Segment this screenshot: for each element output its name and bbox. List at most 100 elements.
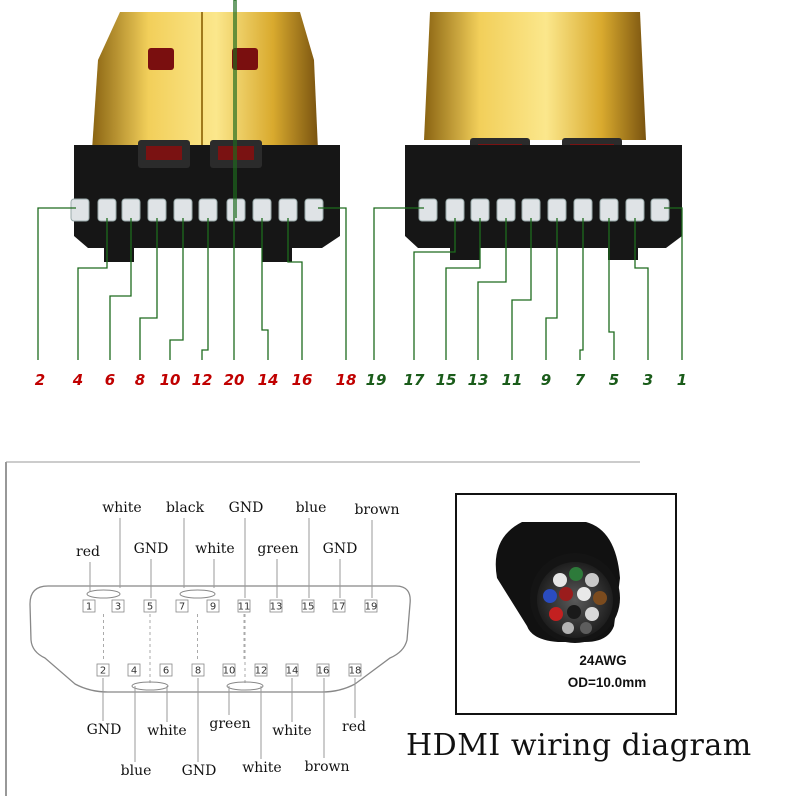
pin-box-17 — [332, 599, 346, 613]
pin-box-number-13: 13 — [270, 602, 283, 613]
pin-box-number-15: 15 — [302, 602, 315, 613]
pin-pad-15 — [470, 198, 490, 222]
pin-pad-19 — [418, 198, 438, 222]
pin-box-3 — [111, 599, 125, 613]
pin-pad-18 — [304, 198, 324, 222]
pinout-pair-loops — [86, 589, 264, 691]
pin-pad-10 — [173, 198, 193, 222]
cable-photo: 24AWG OD=10.0mm — [455, 493, 677, 715]
pin-leader-10 — [169, 218, 184, 360]
label-gnd-bottom-8: GND — [182, 763, 217, 779]
pin-box-number-6: 6 — [163, 666, 169, 677]
pin-box-15 — [301, 599, 315, 613]
pin-number-13: 13 — [468, 371, 489, 389]
label-white-bottom-6: white — [147, 723, 186, 739]
pin-pad-7 — [573, 198, 593, 222]
pin-number-7: 7 — [575, 371, 586, 389]
pin-box-number-4: 4 — [131, 666, 137, 677]
connector-left-pins — [70, 198, 324, 222]
pin-box-1 — [82, 599, 96, 613]
connector-right — [405, 12, 682, 260]
pin-box-4 — [127, 663, 141, 677]
pinout-label-leaders — [89, 518, 373, 762]
connector-right-leaders — [373, 207, 683, 360]
pin-number-14: 14 — [258, 371, 279, 389]
pin-leader-4 — [77, 218, 108, 360]
pin-number-16: 16 — [292, 371, 313, 389]
pin-number-15: 15 — [436, 371, 457, 389]
pin-leader-11 — [511, 218, 532, 360]
pin-box-number-9: 9 — [210, 602, 216, 613]
pin-leader-14 — [261, 218, 269, 360]
pin-pad-11 — [521, 198, 541, 222]
label-black-top: black — [166, 500, 205, 516]
label-white-top: white — [102, 500, 141, 516]
pin-leader-13 — [477, 218, 507, 360]
pin-pad-6 — [121, 198, 141, 222]
pin-box-number-18: 18 — [349, 666, 362, 677]
label-brown-bottom: brown — [304, 759, 349, 775]
pin-box-11 — [237, 599, 251, 613]
pin-box-8 — [191, 663, 205, 677]
pin-leader-1 — [664, 207, 683, 360]
label-gnd-top-11: GND — [229, 500, 264, 516]
pair-loop-bottom-1 — [226, 681, 264, 691]
pin-box-number-14: 14 — [286, 666, 299, 677]
pin-box-14 — [285, 663, 299, 677]
pin-box-number-11: 11 — [238, 602, 251, 613]
pin-box-number-8: 8 — [195, 666, 201, 677]
pin-pad-12 — [198, 198, 218, 222]
pin-box-5 — [143, 599, 157, 613]
label-gnd-bottom-2: GND — [87, 722, 122, 738]
pin-box-16 — [316, 663, 330, 677]
pin-box-number-5: 5 — [147, 602, 153, 613]
pin-pad-8 — [147, 198, 167, 222]
pin-box-number-10: 10 — [223, 666, 236, 677]
pinout-pair-dashes — [103, 614, 246, 684]
pin-number-18: 18 — [336, 371, 357, 389]
pin-pad-5 — [599, 198, 619, 222]
pin-pad-9 — [547, 198, 567, 222]
pin-box-number-12: 12 — [255, 666, 268, 677]
pin-box-9 — [206, 599, 220, 613]
pin-leader-19 — [373, 207, 424, 360]
pin-number-19: 19 — [366, 371, 387, 389]
pin-number-1: 1 — [677, 371, 687, 389]
pin-number-6: 6 — [105, 371, 115, 389]
pin-pad-14 — [252, 198, 272, 222]
pin-leader-5 — [608, 218, 615, 360]
pin-pad-13 — [496, 198, 516, 222]
connector-left — [74, 12, 340, 262]
pin-box-7 — [175, 599, 189, 613]
pin-box-18 — [348, 663, 362, 677]
pin-number-17: 17 — [404, 371, 425, 389]
diagram-title: HDMI wiring diagram — [406, 728, 752, 763]
pin-leader-12 — [201, 218, 209, 360]
pin-pad-3 — [625, 198, 645, 222]
label-gnd-top-17: GND — [323, 541, 358, 557]
label-green-top: green — [257, 541, 298, 557]
pin-leader-2 — [37, 207, 76, 360]
pin-box-13 — [269, 599, 283, 613]
pin-leader-20 — [233, 0, 237, 360]
pin-number-5: 5 — [609, 371, 619, 389]
pin-pad-2 — [70, 198, 90, 222]
pin-number-2: 2 — [35, 371, 45, 389]
label-red-top: red — [76, 544, 100, 560]
pin-box-2 — [96, 663, 110, 677]
pair-loop-top-1 — [179, 589, 216, 599]
label-red-bottom: red — [342, 719, 366, 735]
label-blue-bottom: blue — [121, 763, 152, 779]
cable-diameter-label: OD=10.0mm — [568, 675, 646, 690]
pin-box-19 — [364, 599, 378, 613]
label-white-bottom-14: white — [272, 723, 311, 739]
pin-pad-17 — [445, 198, 465, 222]
pinout-diagram — [5, 461, 640, 796]
pin-leader-3 — [634, 218, 649, 360]
pin-pad-16 — [278, 198, 298, 222]
connector-left-leaders — [37, 0, 347, 360]
pin-leader-9 — [545, 218, 558, 360]
pin-box-number-19: 19 — [365, 602, 378, 613]
pin-leader-8 — [139, 218, 158, 360]
